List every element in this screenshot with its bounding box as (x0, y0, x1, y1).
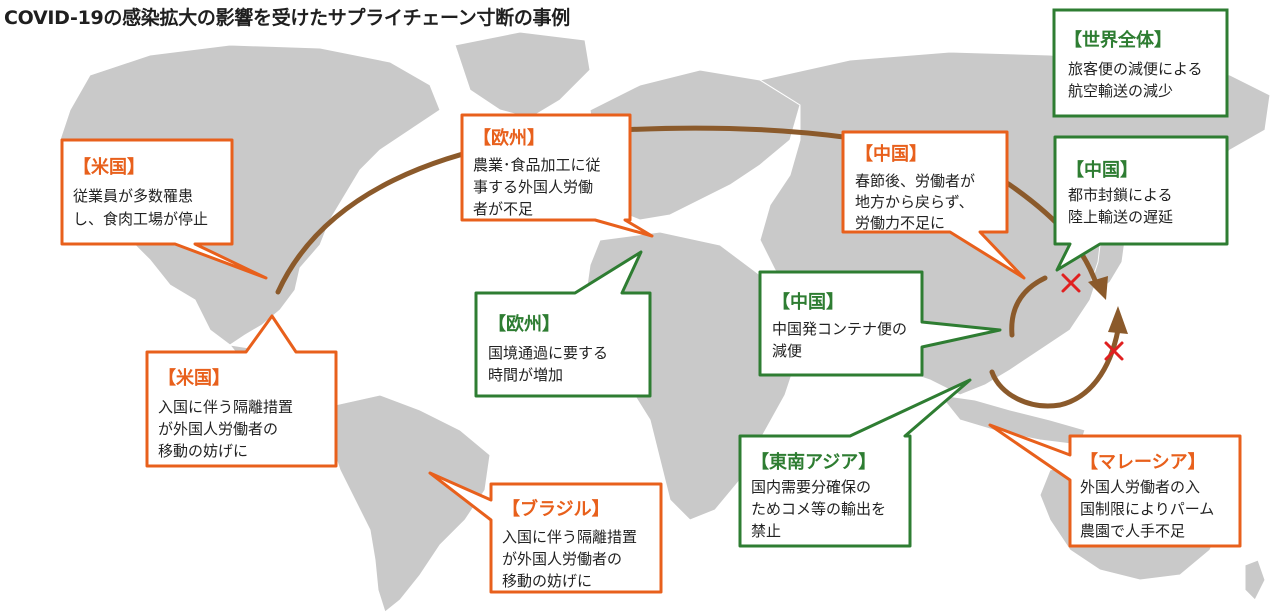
cross-icon-east (1104, 341, 1124, 361)
callout-world-line-1: 旅客便の減便による (1068, 60, 1203, 78)
callout-sea-box (738, 378, 972, 548)
callout-china-3-line-2: 減便 (772, 342, 802, 360)
arc-southern-loop (989, 327, 1121, 409)
callout-brazil-box (428, 471, 663, 594)
callout-brazil-title: 【ブラジル】 (502, 498, 610, 520)
callout-eu-1-line-2: 事する外国人労働 (473, 178, 593, 196)
callout-brazil: 【ブラジル】 入国に伴う隔離措置 が外国人労働者の 移動の妨げに (428, 471, 663, 594)
callout-us-1-title: 【米国】 (73, 156, 145, 178)
callout-china-3: 【中国】 中国発コンテナ便の 減便 (758, 270, 1002, 377)
callout-china-2-line-2: 陸上輸送の遅延 (1068, 208, 1173, 226)
trade-arrows (275, 125, 1128, 409)
callout-brazil-line-1: 入国に伴う隔離措置 (502, 528, 637, 546)
callout-us-1-line-2: し、食肉工場が停止 (73, 210, 208, 228)
callout-us-2-line-3: 移動の妨げに (158, 442, 248, 460)
callout-us-2-box (145, 314, 338, 468)
callout-china-3-title: 【中国】 (772, 291, 844, 313)
callout-eu-2: 【欧州】 国境通過に要する 時間が増加 (474, 250, 652, 398)
arc-us-europe-china (275, 125, 1100, 295)
arc-china-loop (1009, 275, 1048, 338)
page-title: COVID-19の感染拡大の影響を受けたサプライチェーン寸断の事例 (4, 7, 570, 29)
callout-world-box (1052, 8, 1229, 118)
arc-arrowhead-japan (1088, 276, 1108, 300)
callout-china-3-line-1: 中国発コンテナ便の (772, 320, 907, 338)
callout-malaysia-box (988, 423, 1242, 548)
callout-china-1-box (841, 130, 1026, 280)
arc-arrowhead-pacific (1108, 306, 1128, 334)
callout-china-2-box (1053, 135, 1229, 272)
callout-china-2-title: 【中国】 (1066, 159, 1138, 181)
callout-brazil-line-2: が外国人労働者の (502, 550, 622, 568)
callout-world-title: 【世界全体】 (1064, 29, 1172, 51)
callout-sea-line-1: 国内需要分確保の (751, 478, 871, 496)
callout-eu-1-title: 【欧州】 (473, 127, 545, 149)
greenland (454, 31, 591, 119)
callout-us-1: 【米国】 従業員が多数罹患 し、食肉工場が停止 (60, 138, 268, 280)
callout-china-2: 【中国】 都市封鎖による 陸上輸送の遅延 (1053, 135, 1229, 272)
callout-china-1-line-3: 労働力不足に (855, 214, 945, 232)
callout-us-2-line-2: が外国人労働者の (158, 420, 278, 438)
callout-us-1-line-1: 従業員が多数罹患 (73, 187, 193, 205)
callout-malaysia-line-3: 農園で人手不足 (1080, 522, 1185, 540)
south-america (329, 394, 491, 613)
callout-eu-2-line-2: 時間が増加 (488, 366, 563, 384)
new-zealand (1244, 559, 1266, 601)
callout-malaysia-line-2: 国制限によりパーム (1080, 500, 1214, 518)
callout-world-line-2: 航空輸送の減少 (1068, 82, 1173, 100)
callout-sea-title: 【東南アジア】 (751, 451, 876, 473)
callout-eu-2-title: 【欧州】 (488, 313, 560, 335)
callout-us-2: 【米国】 入国に伴う隔離措置 が外国人労働者の 移動の妨げに (145, 314, 338, 468)
callout-world: 【世界全体】 旅客便の減便による 航空輸送の減少 (1052, 8, 1229, 118)
callout-eu-1-line-3: 者が不足 (473, 200, 533, 218)
callout-china-3-box (758, 270, 1002, 377)
callout-malaysia: 【マレーシア】 外国人労働者の入 国制限によりパーム 農園で人手不足 (988, 423, 1242, 548)
callout-eu-1: 【欧州】 農業･食品加工に従 事する外国人労働 者が不足 (460, 113, 654, 238)
callout-sea-line-2: ためコメ等の輸出を (751, 500, 886, 518)
disruption-markers (1061, 273, 1124, 361)
callout-china-1-line-2: 地方から戻らず、 (855, 193, 974, 211)
callout-sea-line-3: 禁止 (751, 522, 781, 540)
callout-china-1-title: 【中国】 (855, 143, 927, 165)
cross-icon-north (1061, 273, 1081, 293)
callout-china-1: 【中国】 春節後、労働者が 地方から戻らず、 労働力不足に (841, 130, 1026, 280)
callout-us-1-box (60, 138, 268, 280)
callout-china-1-line-1: 春節後、労働者が (855, 172, 975, 190)
callout-sea: 【東南アジア】 国内需要分確保の ためコメ等の輸出を 禁止 (738, 378, 972, 548)
callout-malaysia-title: 【マレーシア】 (1080, 452, 1206, 473)
callout-us-2-title: 【米国】 (158, 367, 230, 389)
callout-eu-2-line-1: 国境通過に要する (488, 344, 608, 362)
callout-us-2-line-1: 入国に伴う隔離措置 (158, 398, 293, 416)
callout-malaysia-line-1: 外国人労働者の入 (1080, 478, 1200, 496)
callout-brazil-line-3: 移動の妨げに (502, 572, 592, 590)
callout-eu-2-box (474, 250, 652, 398)
callout-eu-1-line-1: 農業･食品加工に従 (473, 156, 601, 174)
callout-eu-1-box (460, 113, 654, 238)
callout-china-2-line-1: 都市封鎖による (1068, 186, 1173, 204)
